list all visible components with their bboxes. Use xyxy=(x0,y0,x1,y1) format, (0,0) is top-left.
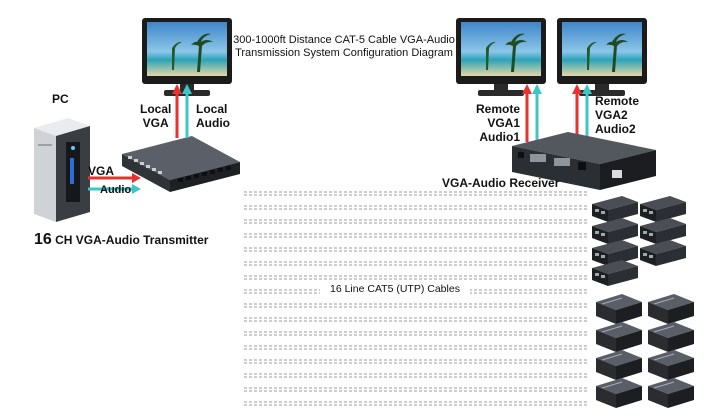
receiver-unit-icon xyxy=(648,378,694,408)
receiver-unit-icon xyxy=(596,350,642,380)
local-audio-arrowhead-icon xyxy=(182,84,192,94)
remote1-line1: Remote xyxy=(476,102,521,116)
pc-tower-icon xyxy=(34,118,90,222)
local-vga-arrowhead-icon xyxy=(172,84,182,94)
local-arrows xyxy=(172,84,192,138)
local-vga-line2: VGA xyxy=(142,116,169,130)
remote1-audio-arrowhead-icon xyxy=(532,84,542,94)
receiver-device-icon xyxy=(512,132,656,190)
cables-label: 16 Line CAT5 (UTP) Cables xyxy=(320,283,470,295)
receiver-unit-icon xyxy=(648,322,694,352)
diagram-title-line1: 300-1000ft Distance CAT-5 Cable VGA-Audi… xyxy=(233,34,455,46)
remote1-line2: VGA1 xyxy=(487,116,520,130)
local-audio-label: Local Audio xyxy=(196,102,230,130)
pc-label: PC xyxy=(52,92,69,106)
receiver-unit-icon xyxy=(596,294,642,324)
remote2-arrows xyxy=(572,84,592,136)
remote2-label: Remote VGA2 Audio2 xyxy=(595,94,639,136)
remote2-vga-arrowhead-icon xyxy=(572,84,582,94)
local-vga-line1: Local xyxy=(140,102,172,116)
transmitter-label: 16 CH VGA-Audio Transmitter xyxy=(34,231,208,249)
receiver-unit-icon xyxy=(596,378,642,408)
pc-vga-label: VGA xyxy=(88,164,115,178)
vga-arrowhead-icon xyxy=(132,173,141,183)
receiver-label: VGA-Audio Receiver xyxy=(442,176,560,190)
local-audio-line2: Audio xyxy=(196,116,230,130)
receiver-unit-icon xyxy=(640,240,686,266)
cable-bundle xyxy=(244,191,589,406)
diagram-title-line2: Transmission System Configuration Diagra… xyxy=(235,47,453,59)
receiver-unit-icon xyxy=(596,322,642,352)
receiver-unit-icon xyxy=(648,294,694,324)
remote-monitor-2-icon xyxy=(557,18,647,98)
remote1-vga-arrowhead-icon xyxy=(522,84,532,94)
transmitter-label-text: CH VGA-Audio Transmitter xyxy=(51,233,209,247)
audio-arrowhead-icon xyxy=(132,184,141,194)
remote2-line2: VGA2 xyxy=(595,108,628,122)
receiver-unit-icon xyxy=(648,350,694,380)
transmitter-16ch-icon xyxy=(122,136,240,192)
local-audio-line1: Local xyxy=(196,102,228,116)
receiver-unit-icon xyxy=(592,260,638,286)
pc-to-transmitter-arrows xyxy=(88,173,141,194)
remote1-arrows xyxy=(522,84,542,142)
local-vga-label: Local VGA xyxy=(140,102,171,130)
remote2-line3: Audio2 xyxy=(595,122,636,136)
pc-audio-label: Audio xyxy=(100,184,132,196)
remote1-line3: Audio1 xyxy=(479,130,520,144)
diagram-title: 300-1000ft Distance CAT-5 Cable VGA-Audi… xyxy=(218,34,470,60)
transmitter-channel-count: 16 xyxy=(34,231,52,248)
remote1-label: Remote VGA1 Audio1 xyxy=(476,102,520,144)
remote2-audio-arrowhead-icon xyxy=(582,84,592,94)
remote2-line1: Remote xyxy=(595,94,640,108)
